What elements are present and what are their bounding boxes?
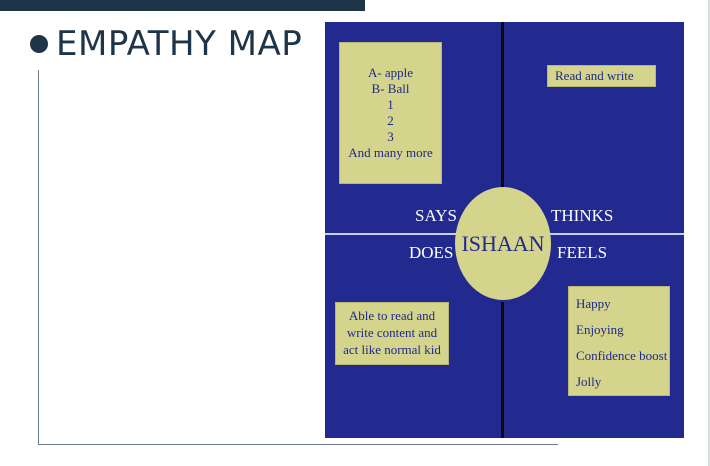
feels-note: Happy Enjoying Confidence boost Jolly	[568, 286, 670, 396]
says-note-line: 3	[387, 129, 394, 144]
thinks-note: Read and write	[547, 65, 656, 87]
title-row: EMPATHY MAP	[30, 20, 302, 68]
frame-bottom-border	[38, 444, 558, 445]
does-note-line: write content and	[346, 325, 438, 340]
says-note-line: And many more	[348, 145, 433, 160]
does-note-line: act like normal kid	[343, 342, 441, 357]
quadrant-label-thinks: THINKS	[551, 206, 614, 225]
feels-note-line: Confidence boost	[576, 348, 668, 363]
center-persona-label: ISHAAN	[461, 230, 545, 256]
says-note-line: 1	[387, 97, 394, 112]
quadrant-label-feels: FEELS	[557, 243, 608, 262]
frame-left-border	[38, 70, 39, 444]
feels-note-line: Jolly	[576, 374, 602, 389]
does-note: Able to read and write content and act l…	[335, 302, 449, 365]
says-note-line: A- apple	[367, 65, 414, 80]
empathy-map: A- apple B- Ball 1 2 3 And many more Rea…	[325, 22, 684, 438]
quadrant-label-does: DOES	[409, 243, 454, 262]
quadrant-label-says: SAYS	[415, 206, 457, 225]
bullet-icon	[30, 35, 48, 53]
feels-note-line: Happy	[576, 296, 611, 311]
thinks-note-line: Read and write	[555, 68, 634, 83]
center-persona: ISHAAN	[455, 187, 551, 300]
says-note: A- apple B- Ball 1 2 3 And many more	[339, 42, 442, 184]
does-note-line: Able to read and	[348, 308, 436, 323]
right-edge-divider	[708, 0, 710, 466]
says-note-line: B- Ball	[371, 81, 410, 96]
vertical-divider-bottom	[501, 302, 504, 438]
says-note-line: 2	[387, 113, 394, 128]
vertical-divider-top	[501, 22, 504, 187]
page-title: EMPATHY MAP	[56, 24, 303, 64]
top-accent-bar	[0, 0, 365, 11]
feels-note-line: Enjoying	[576, 322, 624, 337]
